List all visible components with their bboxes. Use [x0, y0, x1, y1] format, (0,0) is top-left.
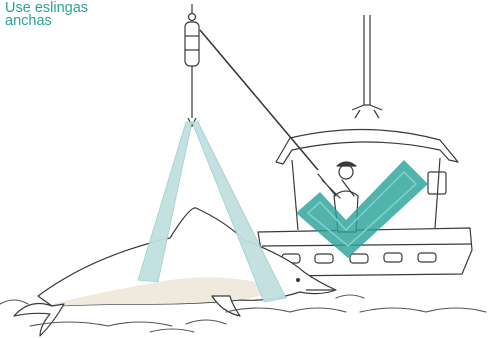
- tag-line: [200, 30, 318, 170]
- lifting-hook: [185, 4, 199, 126]
- dolphin: [14, 208, 336, 336]
